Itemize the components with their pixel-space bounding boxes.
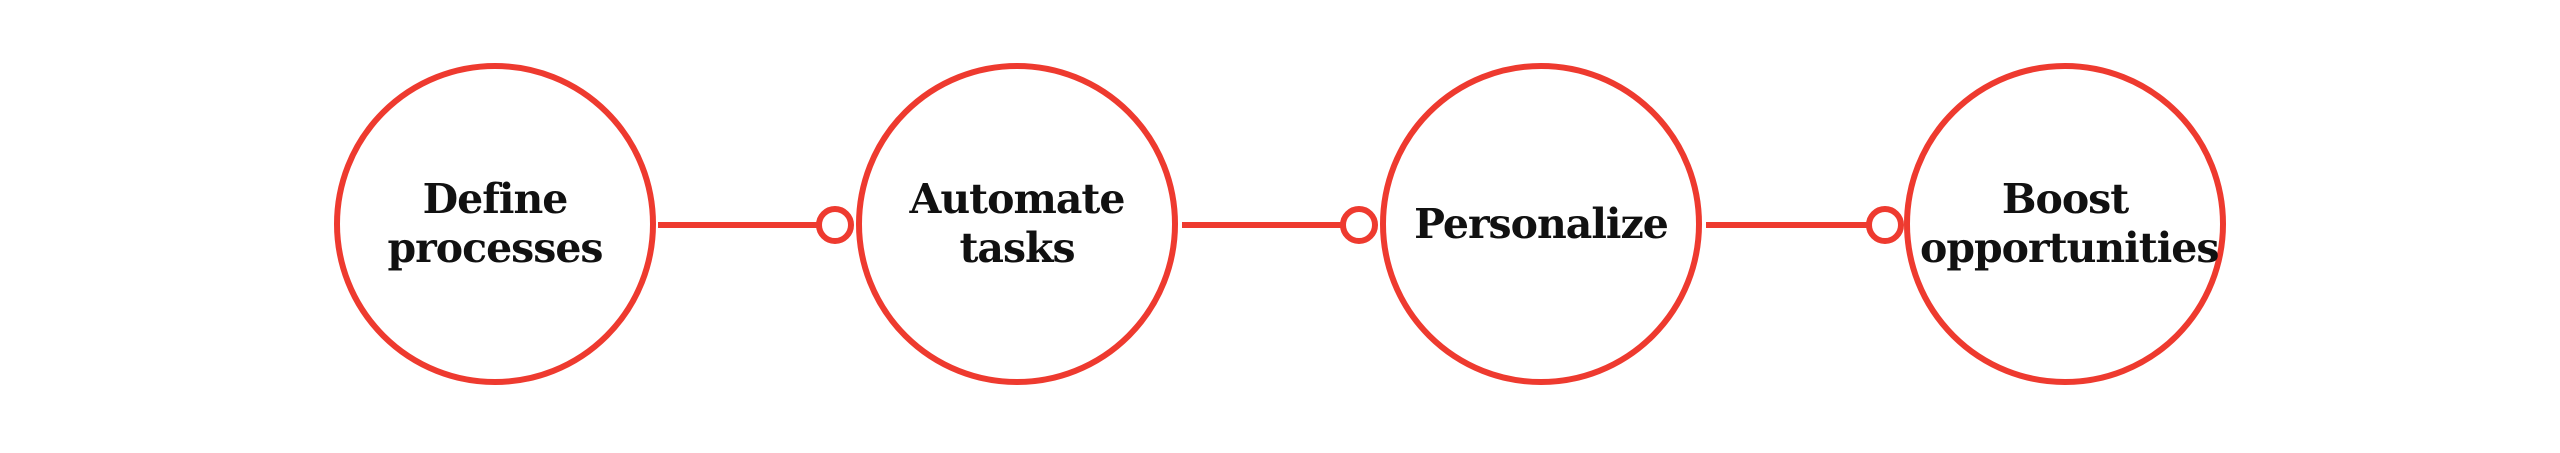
connector-line-1 <box>658 222 838 228</box>
connector-node-1 <box>816 206 854 244</box>
connector-node-3 <box>1866 206 1904 244</box>
step-circle-boost-opportunities: Boost opportunities <box>1904 63 2226 385</box>
step-label: Boost opportunities <box>1920 175 2219 272</box>
connector-line-3 <box>1706 222 1888 228</box>
step-circle-define-processes: Define processes <box>334 63 656 385</box>
step-label: Personalize <box>1414 199 1669 248</box>
step-circle-automate-tasks: Automate tasks <box>856 63 1178 385</box>
connector-line-2 <box>1182 222 1362 228</box>
step-label: Define processes <box>387 175 604 272</box>
connector-node-2 <box>1340 206 1378 244</box>
step-label: Automate tasks <box>909 175 1126 272</box>
step-circle-personalize: Personalize <box>1380 63 1702 385</box>
